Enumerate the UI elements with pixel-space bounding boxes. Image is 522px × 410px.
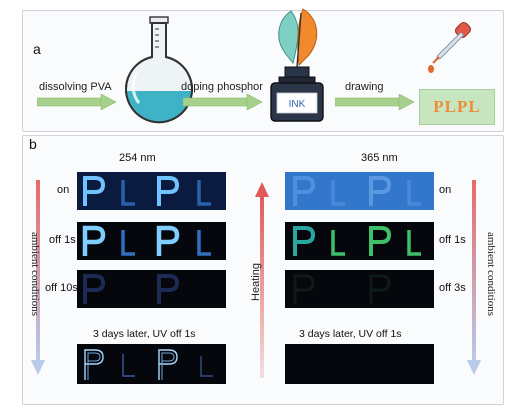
flask-icon	[125, 16, 193, 124]
sample-254-3days	[77, 344, 226, 384]
left-three-days-note: 3 days later, UV off 1s	[93, 328, 196, 340]
left-row-label-off10s: off 10s	[45, 282, 78, 294]
sample-254-off10s	[77, 270, 226, 308]
right-row-label-off3s: off 3s	[439, 282, 466, 294]
ambient-arrow-left	[31, 180, 45, 375]
right-row-label-on: on	[439, 184, 452, 196]
dropper-icon	[428, 21, 472, 73]
ink-bottle-icon: INK	[270, 8, 324, 122]
panel-b-luminescence: b ambient conditions 254 nm on off 1s of…	[22, 135, 504, 405]
step-label-doping: doping phosphor	[181, 81, 263, 93]
process-arrow-1	[37, 94, 117, 110]
panel-a-fabrication: a dissolving PVA doping phosphor INK dra…	[22, 8, 504, 132]
drawn-paper: PLPL	[419, 89, 495, 125]
right-three-days-note: 3 days later, UV off 1s	[299, 328, 402, 340]
step-label-drawing: drawing	[345, 81, 384, 93]
paper-text: PLPL	[433, 97, 481, 116]
left-row-label-off1s: off 1s	[49, 234, 76, 246]
step-label-dissolving: dissolving PVA	[39, 81, 112, 93]
sample-254-on	[77, 172, 226, 210]
right-row-label-off1s: off 1s	[439, 234, 466, 246]
right-wavelength-header: 365 nm	[361, 152, 398, 164]
left-wavelength-header: 254 nm	[119, 152, 156, 164]
sample-365-3days	[285, 344, 434, 384]
ambient-conditions-label-left: ambient conditions	[29, 231, 41, 316]
left-row-label-on: on	[57, 184, 70, 196]
process-arrow-2	[183, 94, 263, 110]
panel-label-a: a	[33, 41, 41, 57]
ink-label-text: INK	[289, 99, 306, 110]
process-arrow-3	[335, 94, 415, 110]
ambient-conditions-label-right: ambient conditions	[485, 231, 497, 316]
heating-arrow	[255, 182, 269, 378]
sample-254-off1s	[77, 222, 226, 260]
sample-365-off3s	[285, 270, 434, 308]
panel-label-b: b	[29, 136, 37, 152]
ambient-arrow-right	[467, 180, 481, 375]
heating-label: Heating	[250, 263, 262, 301]
sample-365-on	[285, 172, 434, 210]
sample-365-off1s	[285, 222, 434, 260]
